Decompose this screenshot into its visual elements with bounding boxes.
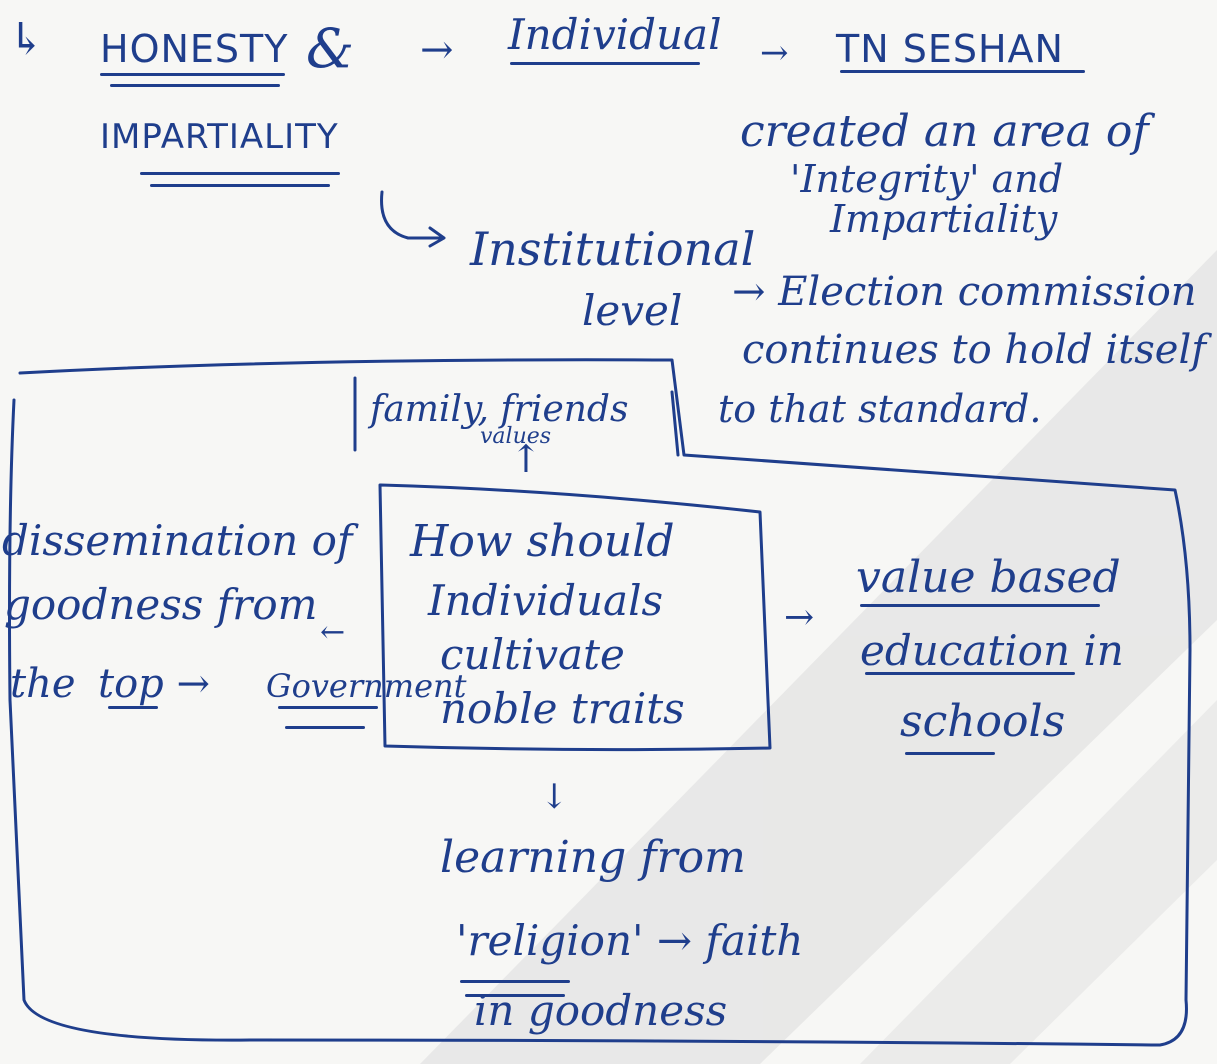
- bottom-branch-line3: in goodness: [474, 986, 728, 1035]
- impartiality-branch-arrow: [380, 190, 446, 248]
- ampersand: &: [306, 17, 355, 80]
- bottom-branch-line1: learning from: [440, 832, 746, 883]
- underline-individual: [510, 62, 700, 65]
- seshan-desc-line1: created an area of: [740, 106, 1149, 157]
- underline-education: [865, 672, 1075, 675]
- arrow-to-individual: →: [420, 27, 454, 73]
- arrow-to-seshan: →: [760, 33, 789, 73]
- seshan-desc-line3: Impartiality: [830, 197, 1058, 241]
- right-branch-line2: education in: [860, 626, 1124, 675]
- election-commission-line1: → Election commission: [732, 269, 1197, 315]
- down-arrow: ↓: [540, 777, 569, 817]
- left-arrow: ←: [320, 615, 346, 650]
- left-branch-the: the: [10, 661, 76, 707]
- family-friends-label: family, friends: [370, 389, 629, 430]
- up-arrow: ↑: [510, 437, 542, 481]
- underline-value-based: [860, 604, 1100, 607]
- individual-label: Individual: [508, 10, 722, 59]
- family-values-label: values: [480, 424, 552, 449]
- election-commission-line2: continues to hold itself: [742, 327, 1207, 373]
- underline-impartiality-2: [150, 184, 330, 187]
- right-arrow: →: [784, 597, 815, 638]
- left-branch-top: top →: [98, 661, 210, 707]
- underline-religion-1: [460, 980, 570, 983]
- honesty-heading: HONESTY: [100, 27, 289, 71]
- tn-seshan-label: TN SESHAN: [836, 27, 1064, 71]
- institutional-label: Institutional: [470, 222, 756, 276]
- bottom-branch-line2: 'religion' → faith: [456, 916, 804, 965]
- outer-outline: [8, 358, 1192, 1047]
- right-branch-line3: schools: [900, 696, 1066, 747]
- center-question-line2: Individuals: [428, 576, 664, 625]
- right-branch-line1: value based: [856, 552, 1121, 603]
- watermark: [420, 250, 1217, 1064]
- underline-top: [108, 706, 158, 709]
- underline-government: [278, 706, 378, 709]
- underline-impartiality-1: [140, 172, 340, 175]
- left-branch-line2: goodness from: [4, 580, 318, 629]
- underline-government-2: [285, 726, 365, 729]
- center-box: [378, 483, 772, 752]
- election-commission-line3: to that standard.: [718, 387, 1042, 431]
- left-branch-government: Government: [266, 667, 467, 705]
- institutional-label-level: level: [582, 286, 683, 335]
- center-question-line1: How should: [410, 516, 675, 567]
- underline-honesty-1: [100, 73, 285, 76]
- underline-religion-2: [465, 994, 565, 997]
- underline-honesty-2: [110, 84, 280, 87]
- center-question-line4: noble traits: [440, 684, 685, 733]
- family-box: [353, 376, 680, 457]
- underline-schools: [905, 752, 995, 755]
- seshan-desc-line2: 'Integrity' and: [790, 157, 1064, 201]
- left-branch-line1: dissemination of: [2, 516, 353, 565]
- branch-arrow: ↳: [8, 14, 45, 65]
- center-question-line3: cultivate: [440, 630, 625, 679]
- underline-tn-seshan: [840, 70, 1085, 73]
- impartiality-heading: IMPARTIALITY: [100, 117, 339, 157]
